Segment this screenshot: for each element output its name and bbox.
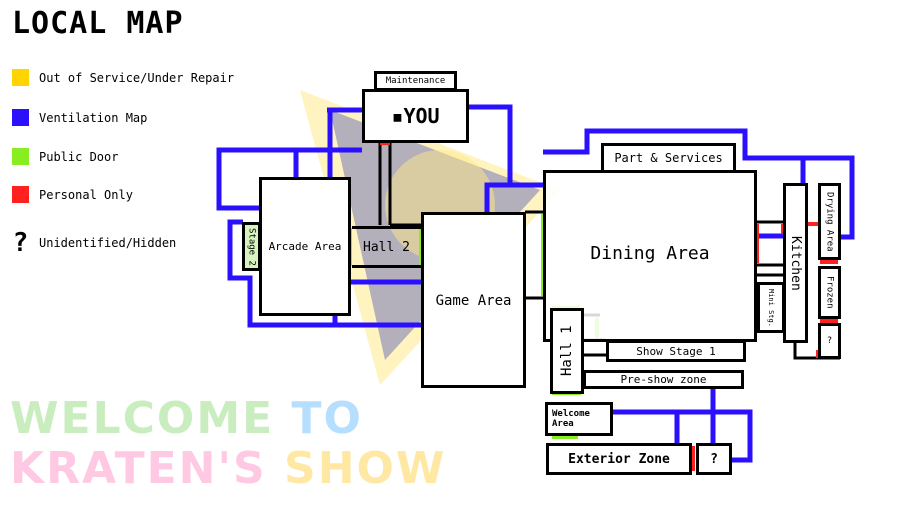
room-drying-area[interactable]: Drying Area: [818, 183, 841, 260]
room-frozen[interactable]: Frozen: [818, 266, 841, 319]
room-welcome-area[interactable]: Welcome Area: [545, 402, 613, 436]
room-stage-2[interactable]: Stage 2: [242, 222, 261, 271]
room-part-services[interactable]: Part & Services: [601, 143, 736, 173]
room-you[interactable]: ▪YOU: [362, 89, 469, 143]
question-icon: ?: [12, 228, 29, 258]
legend-label: Unidentified/Hidden: [39, 236, 177, 250]
room-arcade-area[interactable]: Arcade Area: [259, 177, 351, 316]
legend-ventilation: Ventilation Map: [12, 109, 147, 126]
red-swatch-icon: [12, 186, 29, 203]
room-exterior-zone[interactable]: Exterior Zone: [546, 443, 692, 475]
room-kitchen[interactable]: Kitchen: [783, 183, 808, 343]
room-maintenance[interactable]: Maintenance: [374, 71, 457, 91]
room-game-area[interactable]: Game Area: [421, 212, 526, 388]
blue-swatch-icon: [12, 109, 29, 126]
legend-label: Out of Service/Under Repair: [39, 70, 235, 85]
yellow-swatch-icon: [12, 69, 29, 86]
legend-label: Personal Only: [39, 187, 133, 202]
legend-out-of-service: Out of Service/Under Repair: [12, 69, 234, 86]
legend-label: Ventilation Map: [39, 110, 148, 125]
legend-label: Public Door: [39, 149, 119, 164]
room-mini-stage[interactable]: Mini Stg.: [757, 282, 785, 333]
room-unknown-right[interactable]: ?: [818, 323, 841, 359]
page-title: LOCAL MAP: [12, 6, 184, 41]
room-pre-show-zone[interactable]: Pre-show zone: [583, 370, 744, 389]
room-unknown-bottom[interactable]: ?: [696, 443, 732, 475]
legend-public-door: Public Door: [12, 148, 118, 165]
green-swatch-icon: [12, 148, 29, 165]
room-show-stage-1[interactable]: Show Stage 1: [606, 340, 746, 362]
legend-personal-only: Personal Only: [12, 186, 133, 203]
room-hall-1[interactable]: Hall 1: [550, 308, 584, 394]
legend-unidentified: ? Unidentified/Hidden: [12, 228, 177, 258]
room-hall-2[interactable]: Hall 2: [352, 226, 421, 268]
